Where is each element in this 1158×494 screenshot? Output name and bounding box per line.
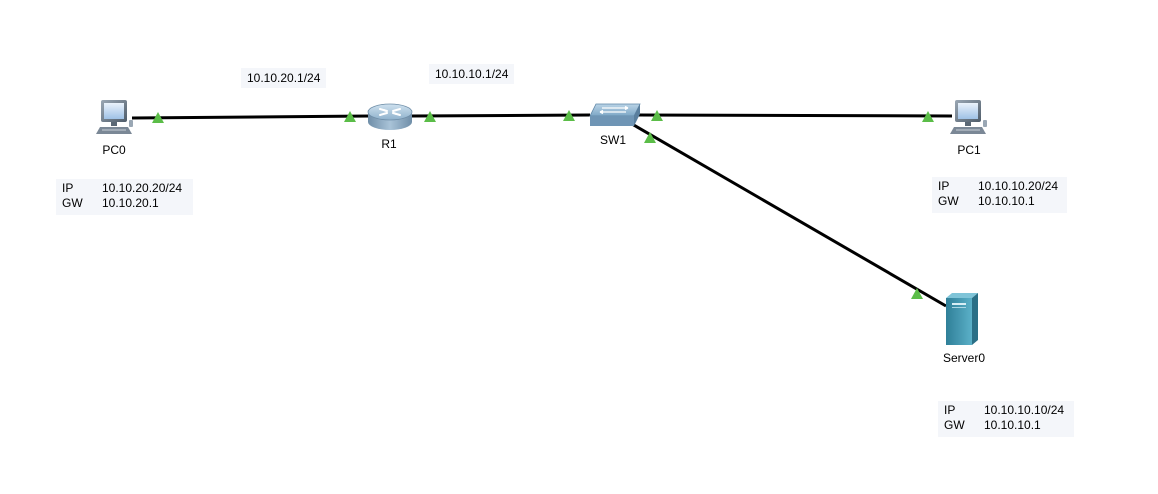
server-icon bbox=[946, 293, 978, 345]
port-up-indicator bbox=[651, 110, 663, 121]
link-pc0-r1[interactable] bbox=[131, 114, 371, 120]
gw-value: 10.10.20.1 bbox=[102, 196, 159, 210]
gw-key: GW bbox=[944, 418, 965, 432]
port-up-indicator bbox=[644, 132, 656, 143]
gw-value: 10.10.10.1 bbox=[984, 418, 1041, 432]
ip-value: 10.10.10.20/24 bbox=[978, 179, 1059, 193]
port-up-indicator bbox=[922, 111, 934, 122]
gw-key: GW bbox=[938, 194, 959, 208]
pc1-address-note: IP 10.10.10.20/24 GW 10.10.10.1 bbox=[932, 177, 1067, 213]
pc1-label: PC1 bbox=[957, 143, 981, 157]
link-sw1-server0[interactable] bbox=[631, 122, 947, 308]
pc1-device[interactable] bbox=[950, 100, 987, 134]
r1-device[interactable] bbox=[367, 103, 413, 130]
r1-right-interface-label: 10.10.10.1/24 bbox=[429, 64, 515, 84]
link-sw1-pc1[interactable] bbox=[637, 113, 953, 118]
server0-label: Server0 bbox=[942, 351, 986, 365]
ip-key: IP bbox=[944, 403, 956, 417]
ip-value: 10.10.10.10/24 bbox=[984, 403, 1065, 417]
pc-icon bbox=[96, 100, 133, 134]
r1-left-interface-label: 10.10.20.1/24 bbox=[241, 68, 327, 88]
pc0-device[interactable] bbox=[96, 100, 133, 134]
port-up-indicator bbox=[911, 288, 923, 299]
sw1-label: SW1 bbox=[599, 133, 627, 147]
port-indicators bbox=[152, 110, 934, 299]
ip-value: 10.10.20.20/24 bbox=[102, 181, 183, 195]
port-up-indicator bbox=[344, 111, 356, 122]
ip-key: IP bbox=[62, 181, 74, 195]
pc0-label: PC0 bbox=[102, 143, 126, 157]
ip-key: IP bbox=[938, 179, 950, 193]
switch-icon bbox=[589, 103, 641, 126]
r1-label: R1 bbox=[381, 137, 397, 151]
sw1-device[interactable] bbox=[589, 103, 641, 126]
gw-key: GW bbox=[62, 196, 83, 210]
server0-device[interactable] bbox=[946, 293, 978, 345]
pc-icon bbox=[950, 100, 987, 134]
links bbox=[131, 113, 953, 308]
link-r1-sw1[interactable] bbox=[411, 113, 591, 118]
port-up-indicator bbox=[563, 110, 575, 121]
pc0-address-note: IP 10.10.20.20/24 GW 10.10.20.1 bbox=[56, 179, 193, 215]
port-up-indicator bbox=[424, 111, 436, 122]
server0-address-note: IP 10.10.10.10/24 GW 10.10.10.1 bbox=[938, 401, 1074, 437]
gw-value: 10.10.10.1 bbox=[978, 194, 1035, 208]
router-icon bbox=[367, 103, 413, 130]
port-up-indicator bbox=[152, 112, 164, 123]
